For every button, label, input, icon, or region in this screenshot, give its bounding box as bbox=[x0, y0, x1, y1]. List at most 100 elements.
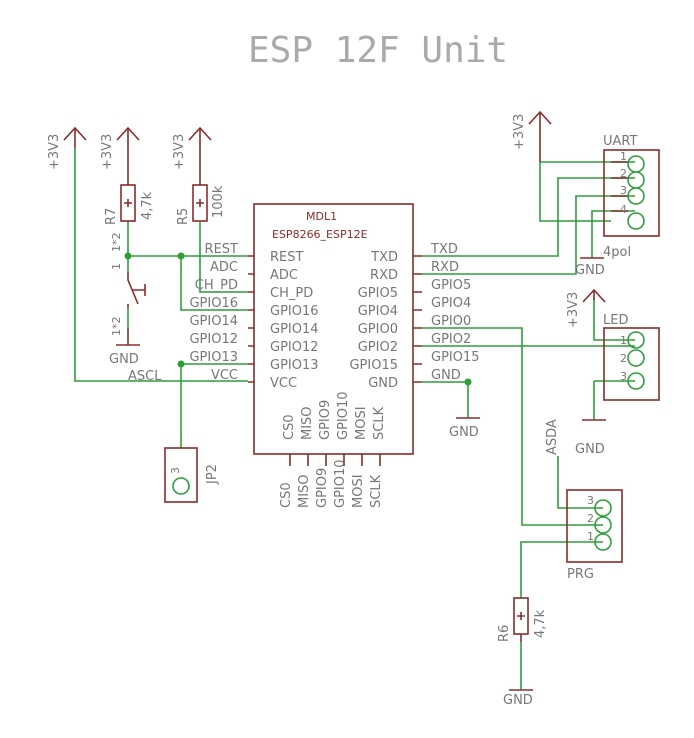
r6-name: R6 bbox=[497, 625, 512, 642]
net-label-left: GPIO12 bbox=[189, 332, 238, 347]
uart-name: UART bbox=[603, 134, 637, 149]
module-name: MDL1 bbox=[306, 210, 337, 223]
prg-pin-2: 2 bbox=[587, 512, 594, 525]
led-connector bbox=[603, 327, 660, 401]
wire-asda bbox=[557, 456, 603, 509]
supply-symbols bbox=[63, 110, 606, 691]
switch-pin1: 1 bbox=[110, 263, 123, 270]
gnd-switch bbox=[116, 328, 140, 346]
gnd-label-uart: GND bbox=[575, 263, 605, 278]
module-pin-right: GPIO4 bbox=[358, 304, 398, 319]
gnd-label-module: GND bbox=[449, 425, 479, 440]
uart-labels: UART 4pol 1 2 3 4 bbox=[603, 134, 637, 260]
junction-gpio13 bbox=[177, 360, 185, 368]
gnd-label-r6: GND bbox=[503, 693, 533, 708]
net-labels-extra: ASCL ASDA bbox=[128, 369, 560, 455]
r6-value: 4,7k bbox=[533, 609, 548, 638]
vcc-arrow-uart bbox=[528, 110, 552, 162]
wire-vcc bbox=[74, 148, 248, 382]
net-label-left: GPIO14 bbox=[189, 314, 238, 329]
module-pin-left: GPIO12 bbox=[270, 340, 319, 355]
switch-label-a: 1*2 bbox=[110, 233, 123, 253]
wire-txd bbox=[422, 177, 635, 257]
vcc-label-r5: +3V3 bbox=[172, 134, 187, 170]
net-label-right: GPIO0 bbox=[431, 314, 471, 329]
uart-value: 4pol bbox=[603, 245, 631, 260]
led-labels: LED 1 2 3 bbox=[603, 313, 628, 383]
vcc-arrow-r5 bbox=[188, 126, 212, 148]
led-pin-1: 1 bbox=[620, 334, 627, 347]
vcc-label-uart: +3V3 bbox=[512, 114, 527, 150]
prg-pin-3: 3 bbox=[587, 494, 594, 507]
jp2-pin-3: 3 bbox=[169, 467, 182, 474]
wire-gpio0 bbox=[422, 327, 603, 526]
schematic-title: ESP 12F Unit bbox=[248, 30, 508, 71]
module-pin-bottom-outer: MISO bbox=[297, 474, 312, 508]
reset-switch bbox=[127, 272, 146, 308]
net-label-left: ADC bbox=[210, 260, 238, 275]
vcc-label-led: +3V3 bbox=[566, 292, 581, 328]
module-pin-bottom: MISO bbox=[300, 406, 315, 440]
vcc-label-r7: +3V3 bbox=[100, 134, 115, 170]
uart-pin-3: 3 bbox=[620, 184, 627, 197]
module-pin-bottom-outer: SCLK bbox=[369, 474, 384, 508]
wire-rxd bbox=[422, 195, 635, 275]
module-pin-left: CH_PD bbox=[270, 286, 313, 301]
module-pin-left: GPIO16 bbox=[270, 304, 319, 319]
module-pin-left: VCC bbox=[270, 376, 297, 391]
prg-pin-circles bbox=[594, 499, 612, 551]
net-label-left: GPIO13 bbox=[189, 350, 238, 365]
junctions bbox=[124, 252, 472, 386]
module-pin-left: ADC bbox=[270, 268, 298, 283]
net-label-right: GPIO5 bbox=[431, 278, 471, 293]
module-pin-right: GPIO15 bbox=[349, 358, 398, 373]
uart-pin-1: 1 bbox=[620, 150, 627, 163]
net-label-right: GND bbox=[431, 368, 461, 383]
resistor-r6 bbox=[513, 597, 529, 642]
gnd-label-led: GND bbox=[575, 442, 605, 457]
vcc-arrow-led bbox=[582, 288, 606, 303]
vcc-label-left: +3V3 bbox=[47, 134, 62, 170]
module-pin-bottom: GPIO9 bbox=[318, 400, 333, 440]
net-label-right: GPIO4 bbox=[431, 296, 471, 311]
prg-labels: PRG 3 2 1 bbox=[567, 494, 594, 582]
jp2-pin-circle bbox=[172, 477, 190, 495]
module-pin-bottom: GPIO10 bbox=[336, 391, 351, 440]
wire-gnd bbox=[422, 381, 469, 418]
net-label-right: TXD bbox=[430, 242, 458, 257]
resistor-r5 bbox=[192, 148, 208, 222]
module-pin-right: GPIO2 bbox=[358, 340, 398, 355]
module-pin-bottom-outer: CS0 bbox=[279, 482, 294, 508]
module-pin-bottom: SCLK bbox=[372, 406, 387, 440]
wire-ch-pd bbox=[199, 222, 248, 293]
junction-rest bbox=[124, 252, 132, 260]
wire-gpio16 bbox=[180, 256, 248, 311]
prg-pin-1: 1 bbox=[587, 530, 594, 543]
module-pin-bottom: CS0 bbox=[282, 414, 297, 440]
r7-value: 4,7k bbox=[140, 191, 155, 220]
net-label-left: REST bbox=[205, 242, 238, 257]
r5-name: R5 bbox=[176, 208, 191, 225]
uart-pin-2: 2 bbox=[620, 167, 627, 180]
module-pin-bottom-outer: GPIO9 bbox=[315, 468, 330, 508]
net-label-left: VCC bbox=[211, 368, 238, 383]
net-label-right: GPIO2 bbox=[431, 332, 471, 347]
led-pin-circles bbox=[627, 331, 645, 390]
led-name: LED bbox=[603, 313, 628, 328]
net-label-right: GPIO15 bbox=[431, 350, 480, 365]
module-pin-left: REST bbox=[270, 250, 303, 265]
vcc-arrow-left bbox=[63, 126, 87, 148]
junction-gnd bbox=[464, 378, 472, 386]
module-pin-bottom-outer: MOSI bbox=[351, 474, 366, 508]
module-titles: MDL1 ESP8266_ESP12E bbox=[272, 210, 368, 241]
wire-prg1 bbox=[520, 541, 603, 598]
resistor-r7 bbox=[120, 148, 136, 222]
module-body bbox=[248, 203, 422, 466]
jp2-name: JP2 bbox=[205, 464, 220, 485]
r5-value: 100k bbox=[211, 185, 226, 218]
jp2-labels: JP2 3 bbox=[169, 464, 220, 485]
led-pin-2: 2 bbox=[620, 352, 627, 365]
module-pin-right: GPIO0 bbox=[358, 322, 398, 337]
